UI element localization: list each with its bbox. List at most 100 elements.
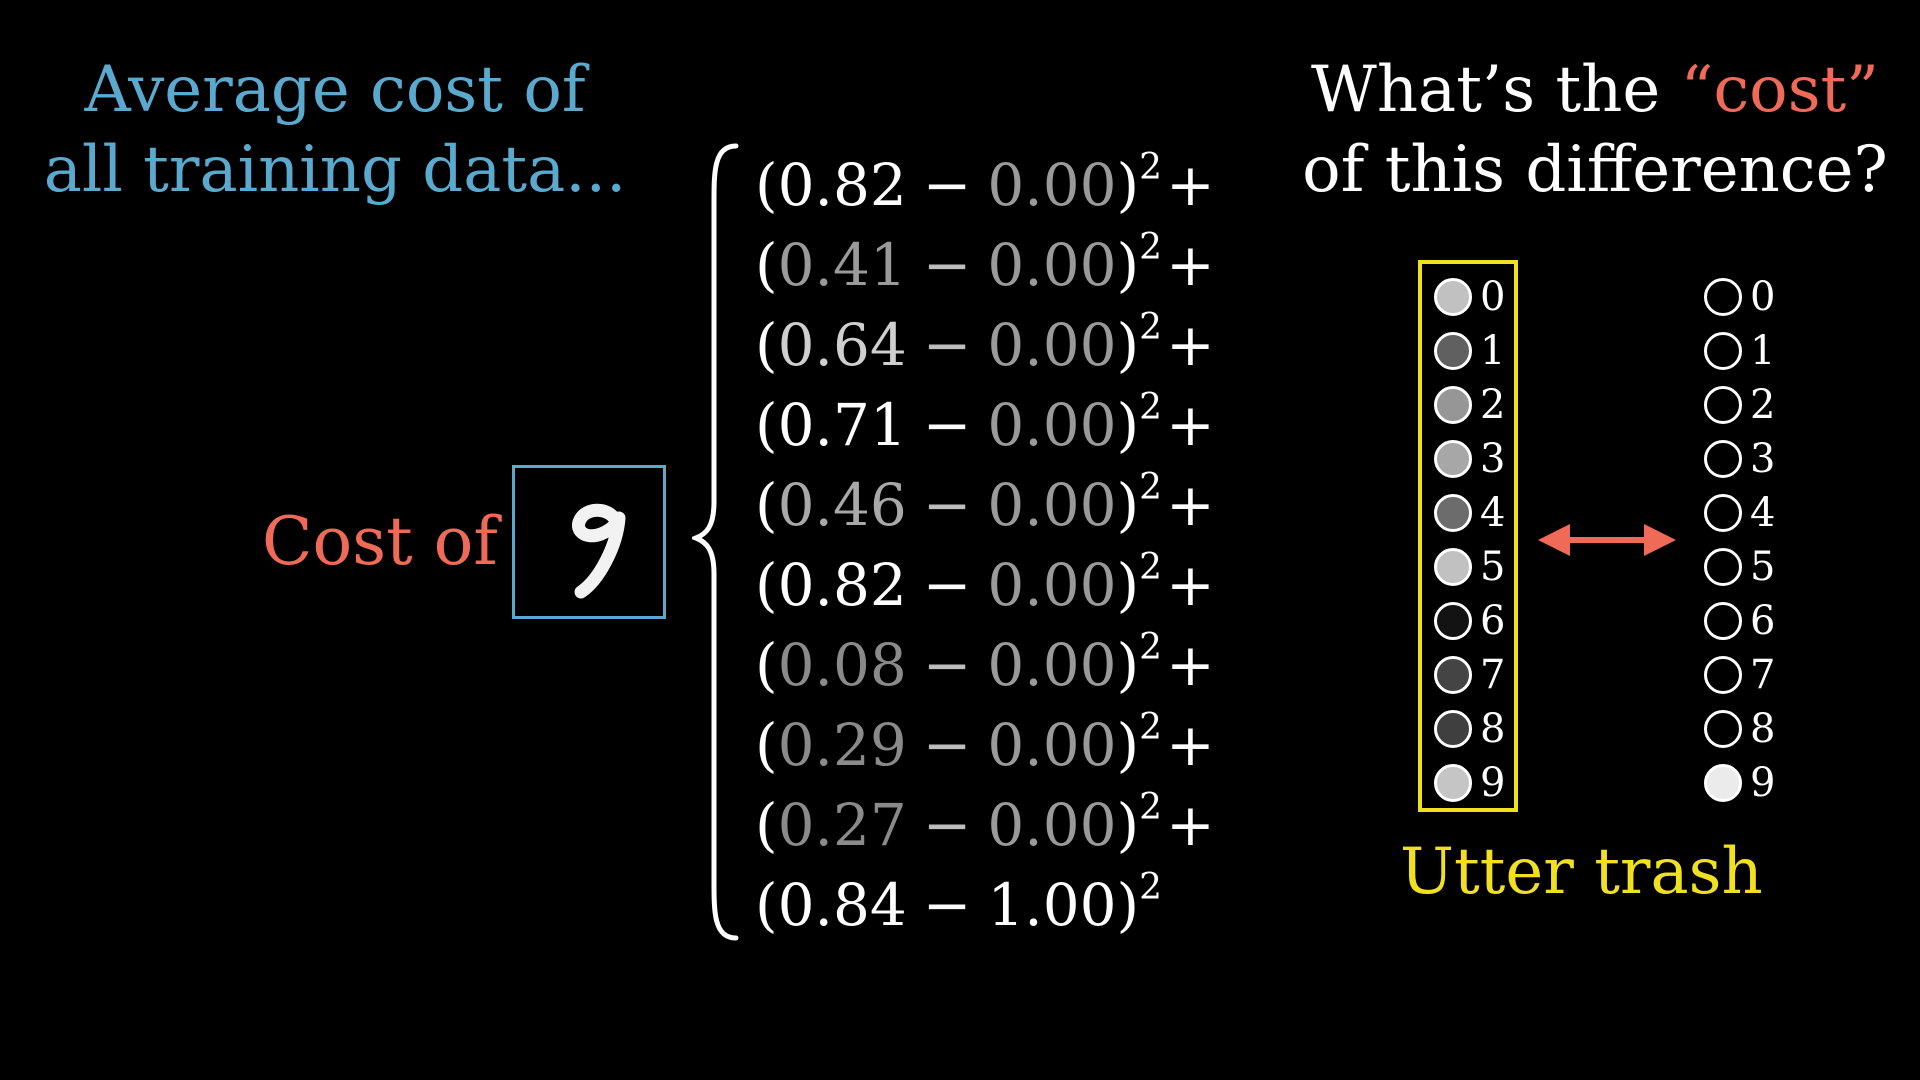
target-neuron-row: 0 bbox=[1688, 272, 1808, 326]
target-neuron-row: 4 bbox=[1688, 488, 1808, 542]
target-neuron-row: 8 bbox=[1688, 704, 1808, 758]
target-neuron-label: 5 bbox=[1750, 544, 1776, 590]
output-neuron-row: 1 bbox=[1418, 326, 1538, 380]
output-value: 0.27 bbox=[777, 791, 907, 859]
cost-term: (0.82−0.00)2+ bbox=[755, 545, 1215, 625]
minus-sign: − bbox=[922, 391, 972, 459]
plus-sign: + bbox=[1166, 551, 1215, 619]
curly-brace bbox=[692, 143, 739, 941]
output-neuron-row: 7 bbox=[1418, 650, 1538, 704]
output-neuron bbox=[1434, 656, 1472, 694]
output-neuron-label: 3 bbox=[1480, 436, 1506, 482]
target-value: 0.00 bbox=[987, 631, 1117, 699]
target-neuron-label: 0 bbox=[1750, 274, 1776, 320]
target-neuron-label: 8 bbox=[1750, 706, 1776, 752]
output-neuron bbox=[1434, 710, 1472, 748]
cost-term: (0.29−0.00)2+ bbox=[755, 705, 1215, 785]
question-text: What’s the bbox=[1311, 53, 1681, 127]
target-neuron-row: 3 bbox=[1688, 434, 1808, 488]
heading-line-1: Average cost of bbox=[84, 53, 586, 127]
output-neuron-label: 5 bbox=[1480, 544, 1506, 590]
close-paren: ) bbox=[1116, 231, 1140, 299]
target-value: 0.00 bbox=[987, 551, 1117, 619]
close-paren: ) bbox=[1116, 151, 1140, 219]
target-neuron-label: 6 bbox=[1750, 598, 1776, 644]
plus-sign: + bbox=[1166, 791, 1215, 859]
output-neuron-label: 9 bbox=[1480, 760, 1506, 806]
heading-line-2: all training data... bbox=[43, 133, 627, 207]
plus-sign: + bbox=[1166, 711, 1215, 779]
minus-sign: − bbox=[922, 311, 972, 379]
plus-sign: + bbox=[1166, 231, 1215, 299]
target-neuron bbox=[1704, 764, 1742, 802]
output-value: 0.71 bbox=[777, 391, 907, 459]
cost-term: (0.84−1.00)2 bbox=[755, 865, 1215, 945]
output-neuron-row: 8 bbox=[1418, 704, 1538, 758]
output-value: 0.84 bbox=[777, 871, 907, 939]
cost-term: (0.71−0.00)2+ bbox=[755, 385, 1215, 465]
target-neuron bbox=[1704, 332, 1742, 370]
output-neuron-label: 2 bbox=[1480, 382, 1506, 428]
output-layer-box bbox=[1418, 260, 1518, 812]
output-neuron-label: 7 bbox=[1480, 652, 1506, 698]
target-neuron-label: 1 bbox=[1750, 328, 1776, 374]
target-neuron-row: 1 bbox=[1688, 326, 1808, 380]
target-neuron-row: 7 bbox=[1688, 650, 1808, 704]
close-paren: ) bbox=[1116, 311, 1140, 379]
output-neuron-row: 9 bbox=[1418, 758, 1538, 812]
target-neuron-row: 2 bbox=[1688, 380, 1808, 434]
digit-image bbox=[512, 465, 666, 619]
output-value: 0.82 bbox=[777, 551, 907, 619]
open-paren: ( bbox=[755, 631, 778, 699]
cost-term: (0.82−0.00)2+ bbox=[755, 145, 1215, 225]
close-paren: ) bbox=[1116, 711, 1140, 779]
exponent: 2 bbox=[1139, 307, 1163, 348]
question-line-2: of this difference? bbox=[1302, 133, 1888, 207]
target-value: 0.00 bbox=[987, 391, 1117, 459]
target-neuron-row: 6 bbox=[1688, 596, 1808, 650]
question-line-1: What’s the “cost” bbox=[1290, 50, 1900, 130]
output-value: 0.41 bbox=[777, 231, 907, 299]
output-neuron-label: 0 bbox=[1480, 274, 1506, 320]
target-value: 0.00 bbox=[987, 231, 1117, 299]
output-neuron bbox=[1434, 278, 1472, 316]
cost-term: (0.64−0.00)2+ bbox=[755, 305, 1215, 385]
target-neuron-label: 3 bbox=[1750, 436, 1776, 482]
cost-term: (0.08−0.00)2+ bbox=[755, 625, 1215, 705]
plus-sign: + bbox=[1166, 471, 1215, 539]
output-neuron-label: 6 bbox=[1480, 598, 1506, 644]
cost-term: (0.41−0.00)2+ bbox=[755, 225, 1215, 305]
minus-sign: − bbox=[922, 151, 972, 219]
target-neuron-label: 9 bbox=[1750, 760, 1776, 806]
open-paren: ( bbox=[755, 231, 778, 299]
exponent: 2 bbox=[1139, 547, 1163, 588]
output-neuron-row: 3 bbox=[1418, 434, 1538, 488]
cost-word: “cost” bbox=[1680, 53, 1879, 127]
target-neuron bbox=[1704, 440, 1742, 478]
plus-sign: + bbox=[1166, 391, 1215, 459]
minus-sign: − bbox=[922, 231, 972, 299]
close-paren: ) bbox=[1116, 471, 1140, 539]
average-cost-heading: Average cost of all training data... bbox=[40, 50, 630, 210]
exponent: 2 bbox=[1139, 867, 1163, 908]
open-paren: ( bbox=[755, 151, 778, 219]
output-neuron-row: 5 bbox=[1418, 542, 1538, 596]
target-value: 0.00 bbox=[987, 711, 1117, 779]
output-value: 0.82 bbox=[777, 151, 907, 219]
minus-sign: − bbox=[922, 711, 972, 779]
output-value: 0.46 bbox=[777, 471, 907, 539]
open-paren: ( bbox=[755, 391, 778, 459]
target-value: 1.00 bbox=[987, 871, 1117, 939]
open-paren: ( bbox=[755, 471, 778, 539]
output-neuron bbox=[1434, 440, 1472, 478]
target-neuron-label: 4 bbox=[1750, 490, 1776, 536]
close-paren: ) bbox=[1116, 871, 1140, 939]
output-value: 0.64 bbox=[777, 311, 907, 379]
target-neuron-label: 7 bbox=[1750, 652, 1776, 698]
minus-sign: − bbox=[922, 791, 972, 859]
output-neuron-row: 6 bbox=[1418, 596, 1538, 650]
cost-term: (0.46−0.00)2+ bbox=[755, 465, 1215, 545]
output-neuron-row: 2 bbox=[1418, 380, 1538, 434]
exponent: 2 bbox=[1139, 387, 1163, 428]
open-paren: ( bbox=[755, 791, 778, 859]
